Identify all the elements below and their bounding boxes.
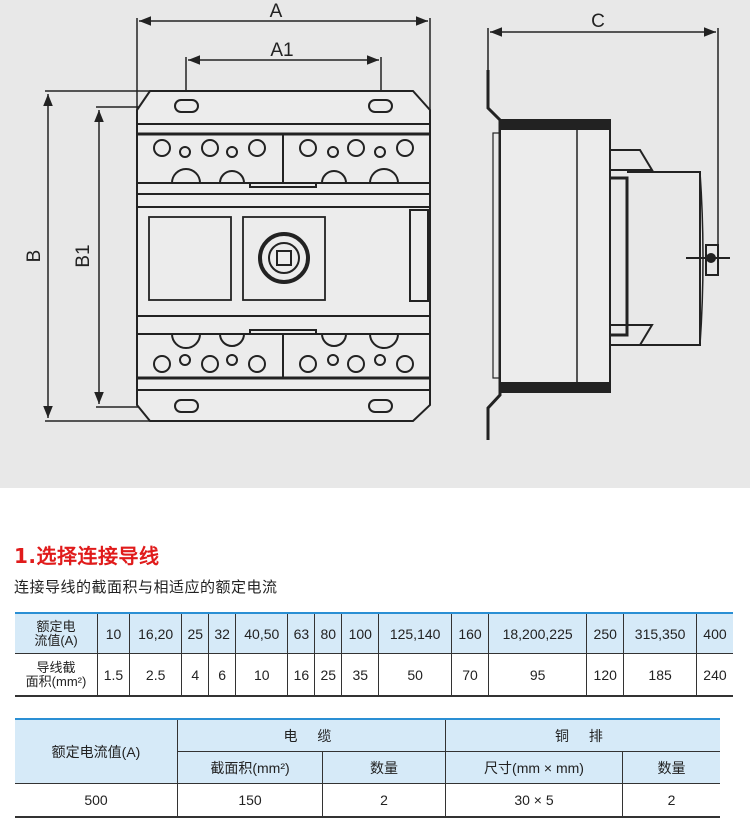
rated-current-cell: 25 — [181, 613, 210, 654]
rated-current-cell: 125,140 — [378, 613, 452, 654]
wire-area-cell: 10 — [235, 653, 289, 697]
rated-current-cell: 32 — [208, 613, 237, 654]
header-line: 流值(A) — [34, 632, 78, 648]
rated-current-cell: 63 — [287, 613, 316, 654]
terminal-row-top — [153, 139, 414, 184]
rated-current-header: 额定电流值(A) — [15, 719, 178, 784]
label-b: B — [24, 250, 45, 263]
bar-size-cell: 30 × 5 — [445, 783, 623, 818]
rated-current-cell: 500 — [15, 783, 178, 818]
bar-qty-cell: 2 — [622, 783, 720, 818]
rated-current-cell: 10 — [97, 613, 130, 654]
wire-area-cell: 185 — [623, 653, 697, 697]
rated-current-header: 额定电 流值(A) — [15, 613, 98, 654]
header-row-2: 截面积(mm²) 数量 尺寸(mm × mm) 数量 — [15, 751, 720, 784]
wire-area-cell: 2.5 — [128, 653, 183, 697]
dimension-c — [487, 27, 719, 275]
wire-area-cell: 240 — [695, 653, 733, 697]
cable-area-cell: 150 — [177, 783, 323, 818]
busbar-table: 额定电流值(A) 电 缆 铜 排 截面积(mm²) 数量 尺寸(mm × mm)… — [15, 718, 720, 818]
header-line: 面积(mm²) — [25, 673, 87, 689]
wire-area-header: 导线截 面积(mm²) — [15, 653, 98, 697]
rated-current-cell: 160 — [450, 613, 490, 654]
cable-qty-header: 数量 — [322, 751, 446, 784]
rated-current-cell: 400 — [695, 613, 733, 654]
rated-current-cell: 100 — [341, 613, 380, 654]
wire-area-cell: 35 — [341, 653, 380, 697]
rated-current-cell: 16,20 — [128, 613, 183, 654]
wire-area-cell: 4 — [181, 653, 210, 697]
bar-size-header: 尺寸(mm × mm) — [445, 751, 623, 784]
wire-area-cell: 50 — [378, 653, 452, 697]
label-a1: A1 — [270, 40, 293, 61]
dimension-b — [43, 90, 150, 422]
wire-area-cell: 25 — [314, 653, 343, 697]
rated-current-cell: 250 — [586, 613, 625, 654]
header-row-1: 额定电流值(A) 电 缆 铜 排 — [15, 719, 720, 784]
wire-area-cell: 6 — [208, 653, 237, 697]
rated-current-cell: 80 — [314, 613, 343, 654]
cable-qty-cell: 2 — [322, 783, 446, 818]
label-c: C — [591, 11, 605, 32]
bar-qty-header: 数量 — [622, 751, 720, 784]
wire-area-cell: 16 — [287, 653, 316, 697]
terminal-row-bottom — [153, 333, 414, 373]
label-b1: B1 — [73, 244, 94, 267]
dimension-drawing-svg: A A1 B B1 C — [24, 1, 730, 440]
cable-header: 电 缆 — [177, 719, 446, 752]
dimension-drawing: A A1 B B1 C — [0, 0, 750, 488]
wire-area-cell: 95 — [488, 653, 588, 697]
front-view — [136, 90, 431, 422]
side-view — [486, 70, 730, 440]
wire-area-cell: 120 — [586, 653, 625, 697]
header-line: 导线截 — [36, 659, 76, 675]
header-line: 额定电 — [36, 618, 76, 634]
section-subtitle: 连接导线的截面积与相适应的额定电流 — [14, 578, 278, 596]
dimension-a — [136, 16, 431, 110]
label-a: A — [270, 1, 283, 22]
wire-area-cell: 70 — [450, 653, 490, 697]
rated-current-cell: 315,350 — [623, 613, 697, 654]
rated-current-cell: 40,50 — [235, 613, 289, 654]
cable-area-header: 截面积(mm²) — [177, 751, 323, 784]
wire-area-cell: 1.5 — [97, 653, 130, 697]
table-row: 500 150 2 30 × 5 2 — [15, 783, 720, 818]
rated-current-cell: 18,200,225 — [488, 613, 588, 654]
copper-bar-header: 铜 排 — [445, 719, 720, 752]
section-title: 1.选择连接导线 — [14, 544, 160, 568]
